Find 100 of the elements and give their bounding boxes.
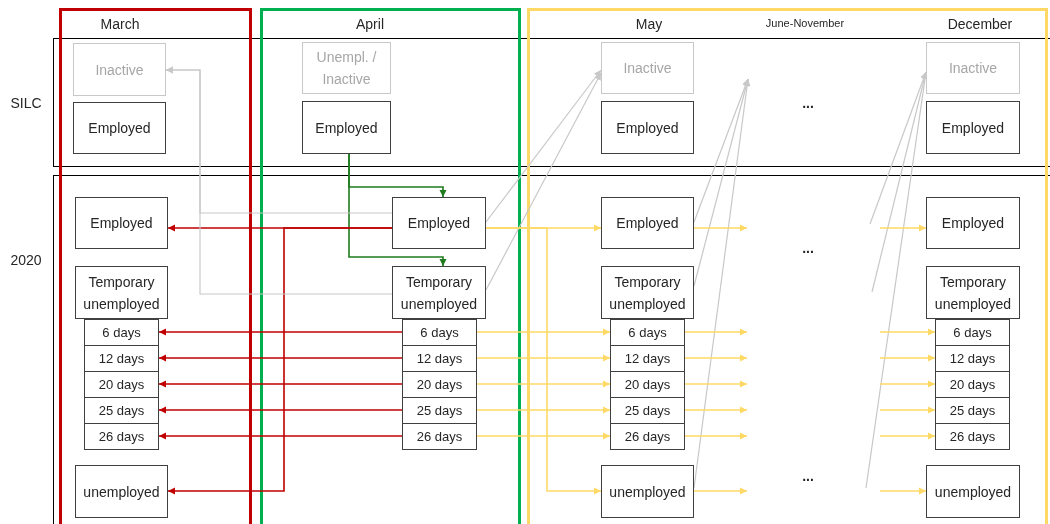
- status-label: 20 days: [949, 376, 996, 393]
- status-label: 20 days: [416, 376, 463, 393]
- arrow: [684, 380, 748, 388]
- arrow: [684, 354, 748, 362]
- status-box: [73, 102, 166, 154]
- duration-box: [935, 345, 1010, 372]
- arrow: [684, 406, 748, 414]
- ellipsis-label: ...: [802, 466, 814, 486]
- status-label: Inactive: [623, 59, 672, 78]
- arrow: [165, 66, 393, 295]
- status-box: [601, 465, 694, 518]
- duration-box: [402, 397, 477, 424]
- status-label: 26 days: [949, 428, 996, 445]
- status-box: [75, 465, 168, 518]
- arrow: [476, 432, 611, 440]
- arrow: [158, 432, 403, 440]
- status-label: Inactive: [948, 59, 998, 78]
- status-label: Temporary unemployed: [933, 272, 1013, 314]
- status-label: 12 days: [624, 350, 671, 367]
- arrow: [476, 380, 611, 388]
- arrow: [879, 432, 936, 440]
- arrow: [869, 71, 927, 225]
- status-label: 6 days: [102, 324, 141, 341]
- arrow: [476, 328, 611, 336]
- status-label: 6 days: [953, 324, 992, 341]
- status-label: 20 days: [98, 376, 145, 393]
- status-label: Inactive: [95, 60, 144, 80]
- status-box: [926, 42, 1020, 94]
- duration-box: [935, 397, 1010, 424]
- arrow: [879, 224, 927, 232]
- arrow: [693, 78, 749, 223]
- arrow: [158, 380, 403, 388]
- status-label: Employed: [315, 118, 378, 138]
- status-label: 12 days: [98, 350, 145, 367]
- status-label: 12 days: [949, 350, 996, 367]
- arrow: [485, 69, 602, 223]
- arrow: [879, 380, 936, 388]
- status-label: 25 days: [949, 402, 996, 419]
- duration-box: [84, 397, 159, 424]
- row-heading: 2020: [10, 250, 42, 270]
- status-box: [926, 465, 1020, 518]
- status-label: Temporary unemployed: [82, 272, 161, 314]
- status-box: [926, 197, 1020, 249]
- duration-box: [402, 319, 477, 346]
- status-box: [302, 42, 391, 94]
- duration-box: [84, 319, 159, 346]
- arrow: [158, 406, 403, 414]
- duration-box: [610, 397, 685, 424]
- status-label: unemployed: [83, 482, 160, 502]
- status-box: [601, 101, 694, 154]
- status-label: Temporary unemployed: [399, 272, 479, 314]
- status-label: unemployed: [934, 482, 1012, 502]
- duration-box: [402, 423, 477, 450]
- arrow: [485, 227, 602, 495]
- status-label: 20 days: [624, 376, 671, 393]
- column-heading: May: [635, 14, 663, 34]
- status-label: Employed: [88, 119, 151, 138]
- arrow: [879, 354, 936, 362]
- status-label: 6 days: [420, 324, 459, 341]
- status-label: unemployed: [609, 482, 686, 502]
- status-box: [601, 266, 694, 319]
- arrow: [167, 227, 393, 495]
- arrow: [476, 354, 611, 362]
- status-label: Employed: [616, 214, 679, 233]
- duration-box: [402, 345, 477, 372]
- arrow: [476, 406, 611, 414]
- arrow: [684, 432, 748, 440]
- row-heading: SILC: [10, 93, 42, 113]
- status-label: 26 days: [624, 428, 671, 445]
- status-label: Temporary unemployed: [608, 272, 687, 314]
- status-box: [75, 197, 168, 249]
- arrow: [879, 328, 936, 336]
- status-label: Unempl. / Inactive: [315, 48, 378, 89]
- status-label: Employed: [941, 214, 1005, 233]
- column-heading: March: [100, 14, 140, 34]
- duration-box: [610, 423, 685, 450]
- arrow: [158, 354, 403, 362]
- arrow: [684, 328, 748, 336]
- column-heading: April: [356, 14, 384, 34]
- duration-box: [84, 371, 159, 398]
- status-box: [73, 43, 166, 96]
- status-box: [601, 42, 694, 94]
- column-heading: December: [947, 14, 1013, 34]
- status-box: [926, 266, 1020, 319]
- arrow: [879, 406, 936, 414]
- status-label: 6 days: [628, 324, 667, 341]
- duration-box: [84, 345, 159, 372]
- arrow: [693, 487, 748, 495]
- arrow: [879, 487, 927, 495]
- status-box: [302, 101, 391, 154]
- arrow: [693, 224, 748, 232]
- duration-box: [935, 423, 1010, 450]
- duration-box: [610, 345, 685, 372]
- status-label: 26 days: [98, 428, 145, 445]
- column-heading: June-November: [765, 15, 845, 31]
- duration-box: [610, 319, 685, 346]
- status-label: 25 days: [416, 402, 463, 419]
- status-box: [926, 101, 1020, 154]
- status-box: [75, 266, 168, 319]
- status-label: 25 days: [98, 402, 145, 419]
